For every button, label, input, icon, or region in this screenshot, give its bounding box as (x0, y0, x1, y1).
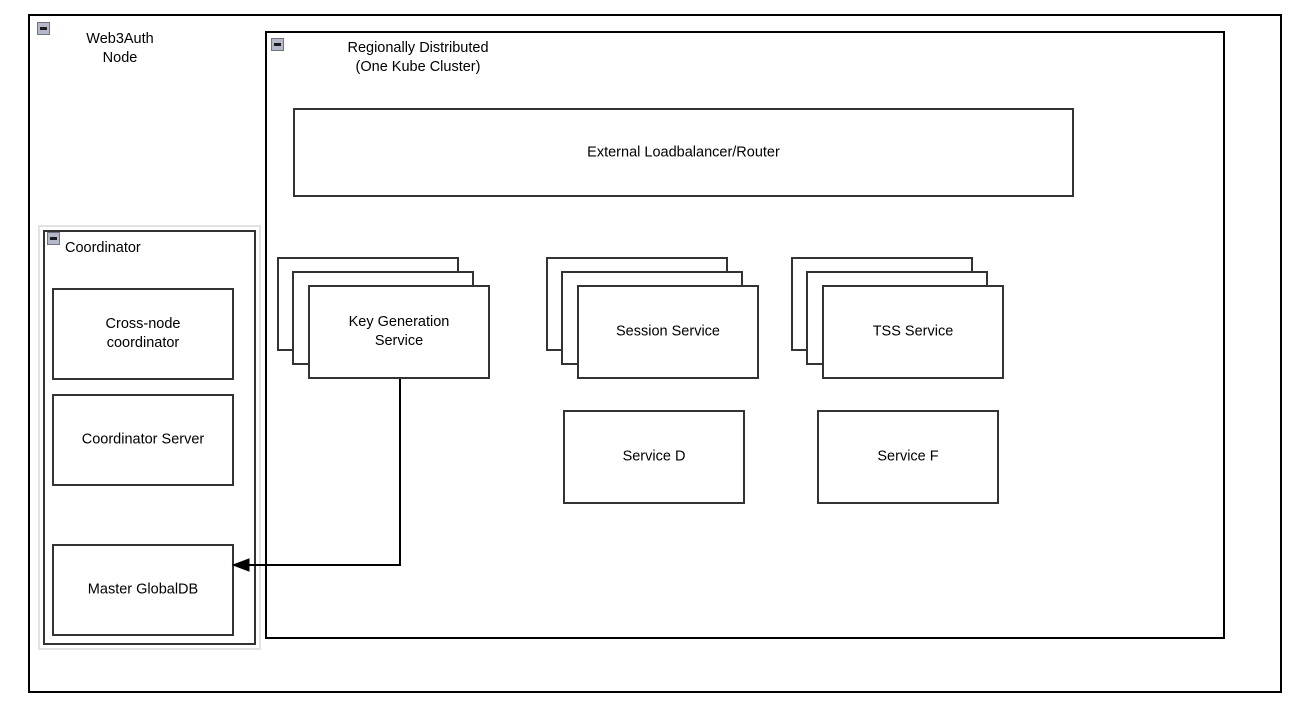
session-service-layer-front[interactable]: Session Service (577, 285, 759, 379)
coordinator-server-label: Coordinator Server (81, 431, 205, 448)
external-loadbalancer-router-box[interactable]: External Loadbalancer/Router (293, 108, 1074, 197)
coordinator-server-box[interactable]: Coordinator Server (52, 394, 234, 486)
tss-service-layer-front[interactable]: TSS Service (822, 285, 1004, 379)
coordinator-title: Coordinator (65, 240, 141, 256)
service-d-label: Service D (622, 448, 686, 465)
master-globaldb-label: Master GlobalDB (87, 581, 199, 598)
collapse-minus-icon-web3auth-node[interactable] (37, 22, 50, 35)
external-loadbalancer-router-label: External Loadbalancer/Router (587, 144, 780, 160)
web3auth-node-title: Web3Auth Node (86, 31, 154, 66)
collapse-minus-icon-regionally-distributed[interactable] (271, 38, 284, 51)
key-generation-service-layer-front[interactable]: Key Generation Service (308, 285, 490, 379)
cross-node-coordinator-label: Cross-node coordinator (105, 316, 181, 351)
service-f-label: Service F (877, 448, 939, 465)
session-service-label: Session Service (616, 323, 720, 340)
cross-node-coordinator-box[interactable]: Cross-node coordinator (52, 288, 234, 380)
regionally-distributed-title: Regionally Distributed (One Kube Cluster… (347, 40, 489, 75)
service-f-box[interactable]: Service F (817, 410, 999, 504)
collapse-minus-icon-coordinator[interactable] (47, 232, 60, 245)
key-generation-service-label: Key Generation Service (348, 314, 450, 349)
service-d-box[interactable]: Service D (563, 410, 745, 504)
tss-service-label: TSS Service (872, 323, 954, 340)
tss-service-stack[interactable]: TSS Service (791, 257, 1006, 381)
key-generation-service-stack[interactable]: Key Generation Service (277, 257, 492, 381)
session-service-stack[interactable]: Session Service (546, 257, 761, 381)
master-globaldb-box[interactable]: Master GlobalDB (52, 544, 234, 636)
